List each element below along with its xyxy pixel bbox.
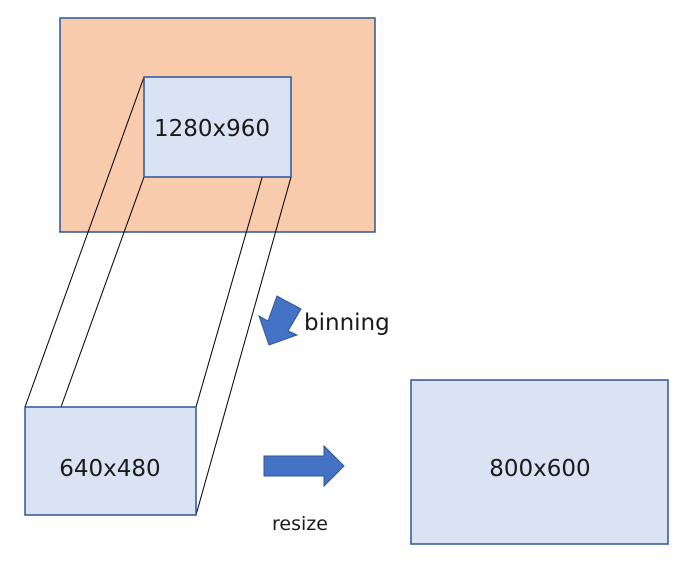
resized-frame-label: 800x600: [489, 456, 590, 482]
projection-line: [24, 76, 145, 408]
binning-label: binning: [304, 310, 390, 336]
arrow-right-icon: [263, 444, 345, 488]
binned-frame-label: 640x480: [59, 456, 160, 482]
resized-frame: [410, 379, 669, 545]
crop-region-label: 1280x960: [154, 116, 270, 142]
resize-label: resize: [272, 513, 328, 535]
crop-region: [143, 76, 292, 178]
binned-frame: [24, 406, 197, 516]
projection-line: [195, 176, 292, 516]
projection-line: [60, 176, 145, 408]
arrow-down-left-icon: [258, 295, 302, 346]
